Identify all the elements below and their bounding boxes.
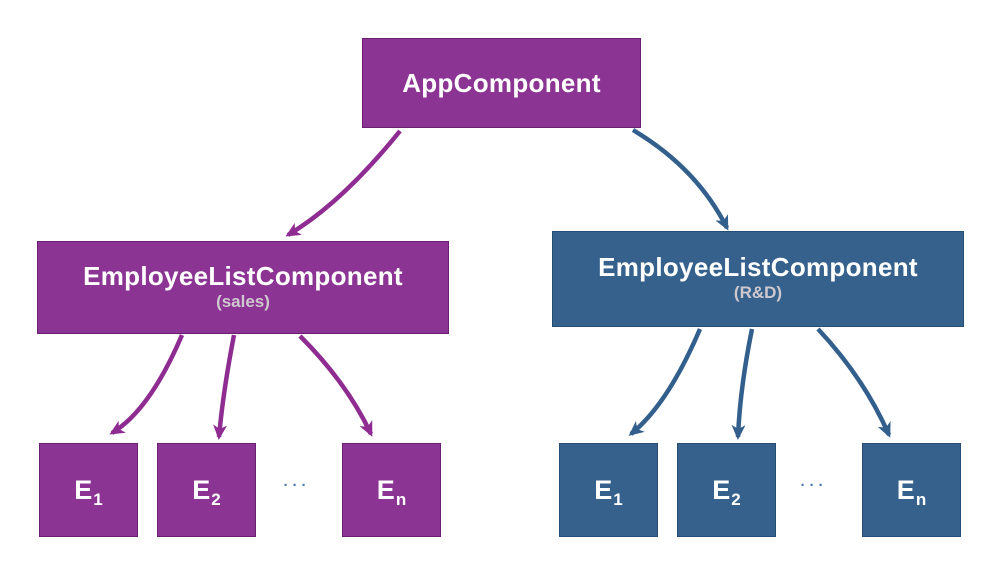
edge-sales-to-e2 (213, 334, 237, 440)
node-employee-list-sales-title: EmployeeListComponent (83, 260, 403, 291)
node-employee-list-rnd-title: EmployeeListComponent (598, 252, 918, 283)
node-rnd-employee-2: E2 (677, 443, 776, 537)
node-sales-employee-n: En (342, 443, 441, 537)
node-app-component: AppComponent (362, 38, 641, 128)
rnd-ellipsis: ··· (800, 477, 828, 494)
edge-rnd-to-en (816, 327, 892, 438)
edge-app-to-rnd (631, 128, 730, 231)
node-sales-employee-2-label: E2 (192, 474, 221, 509)
edge-rnd-to-e2 (731, 328, 755, 440)
node-employee-list-sales: EmployeeListComponent (sales) (37, 241, 449, 334)
node-rnd-employee-1: E1 (559, 443, 658, 537)
edge-sales-to-e1 (109, 334, 185, 435)
node-sales-employee-1: E1 (39, 443, 138, 537)
node-employee-list-rnd-subtitle: (R&D) (733, 283, 783, 303)
node-employee-list-sales-subtitle: (sales) (216, 291, 270, 311)
node-sales-employee-2: E2 (157, 443, 256, 537)
node-employee-list-rnd: EmployeeListComponent (R&D) (552, 231, 964, 327)
node-rnd-employee-1-label: E1 (594, 474, 623, 509)
edge-rnd-to-e1 (628, 328, 703, 436)
node-rnd-employee-n-label: En (896, 474, 927, 509)
node-sales-employee-1-label: E1 (74, 474, 103, 509)
edge-sales-to-en (298, 334, 374, 437)
node-rnd-employee-2-label: E2 (712, 474, 741, 509)
node-sales-employee-n-label: En (376, 474, 407, 509)
sales-ellipsis: ··· (283, 477, 311, 494)
node-rnd-employee-n: En (862, 443, 961, 537)
node-app-component-label: AppComponent (402, 67, 601, 98)
edge-app-to-sales (285, 129, 402, 237)
